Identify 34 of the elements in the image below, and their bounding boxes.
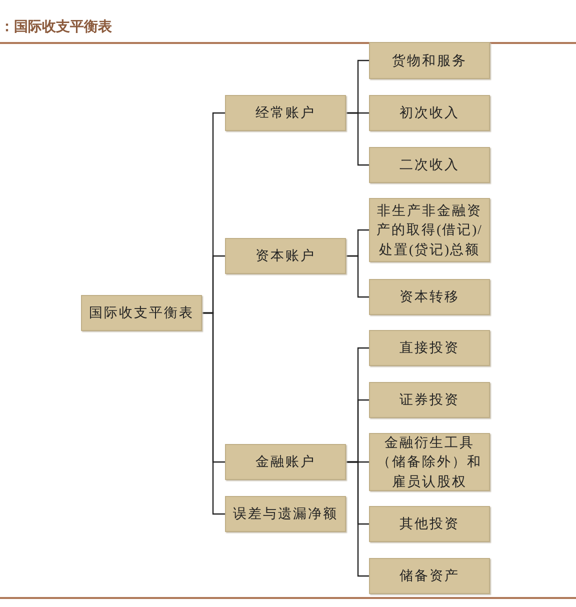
box-label: 储备资产 — [400, 567, 460, 586]
category-box — [369, 330, 490, 366]
box-label: 国际收支平衡表 — [89, 304, 194, 322]
box-label: 初次收入 — [400, 104, 460, 122]
connector-line — [346, 461, 369, 577]
category-box — [369, 42, 490, 79]
box-label: 直接投资 — [400, 339, 460, 358]
box-label: 金融账户 — [256, 453, 316, 472]
category-box — [225, 496, 346, 532]
category-box — [225, 95, 346, 131]
box-label: 资本转移 — [400, 288, 460, 306]
category-box — [369, 506, 490, 542]
box-label: 二次收入 — [400, 156, 460, 174]
category-box — [369, 382, 490, 418]
box-label: 资本账户 — [256, 247, 316, 266]
box-label: 货物和服务 — [392, 52, 467, 70]
connector-line — [346, 112, 369, 166]
connector-line — [346, 255, 369, 298]
category-box — [369, 198, 490, 262]
connector-line — [202, 312, 225, 515]
category-box — [369, 147, 490, 183]
category-box — [81, 295, 202, 331]
category-box — [225, 444, 346, 480]
chart-title: ：国际收支平衡表 — [0, 18, 112, 36]
category-box — [369, 279, 490, 315]
category-box — [369, 95, 490, 131]
box-label: 非生产非金融资产的取得(借记)/处置(贷记)总额 — [376, 202, 483, 259]
box-label: 其他投资 — [400, 515, 460, 534]
box-label: 经常账户 — [256, 104, 316, 122]
category-box — [225, 238, 346, 274]
box-label: 证券投资 — [400, 391, 460, 410]
box-label: 误差与遗漏净额 — [233, 505, 338, 524]
category-box — [369, 558, 490, 594]
box-label: 金融衍生工具（储备除外）和雇员认股权 — [376, 434, 483, 491]
